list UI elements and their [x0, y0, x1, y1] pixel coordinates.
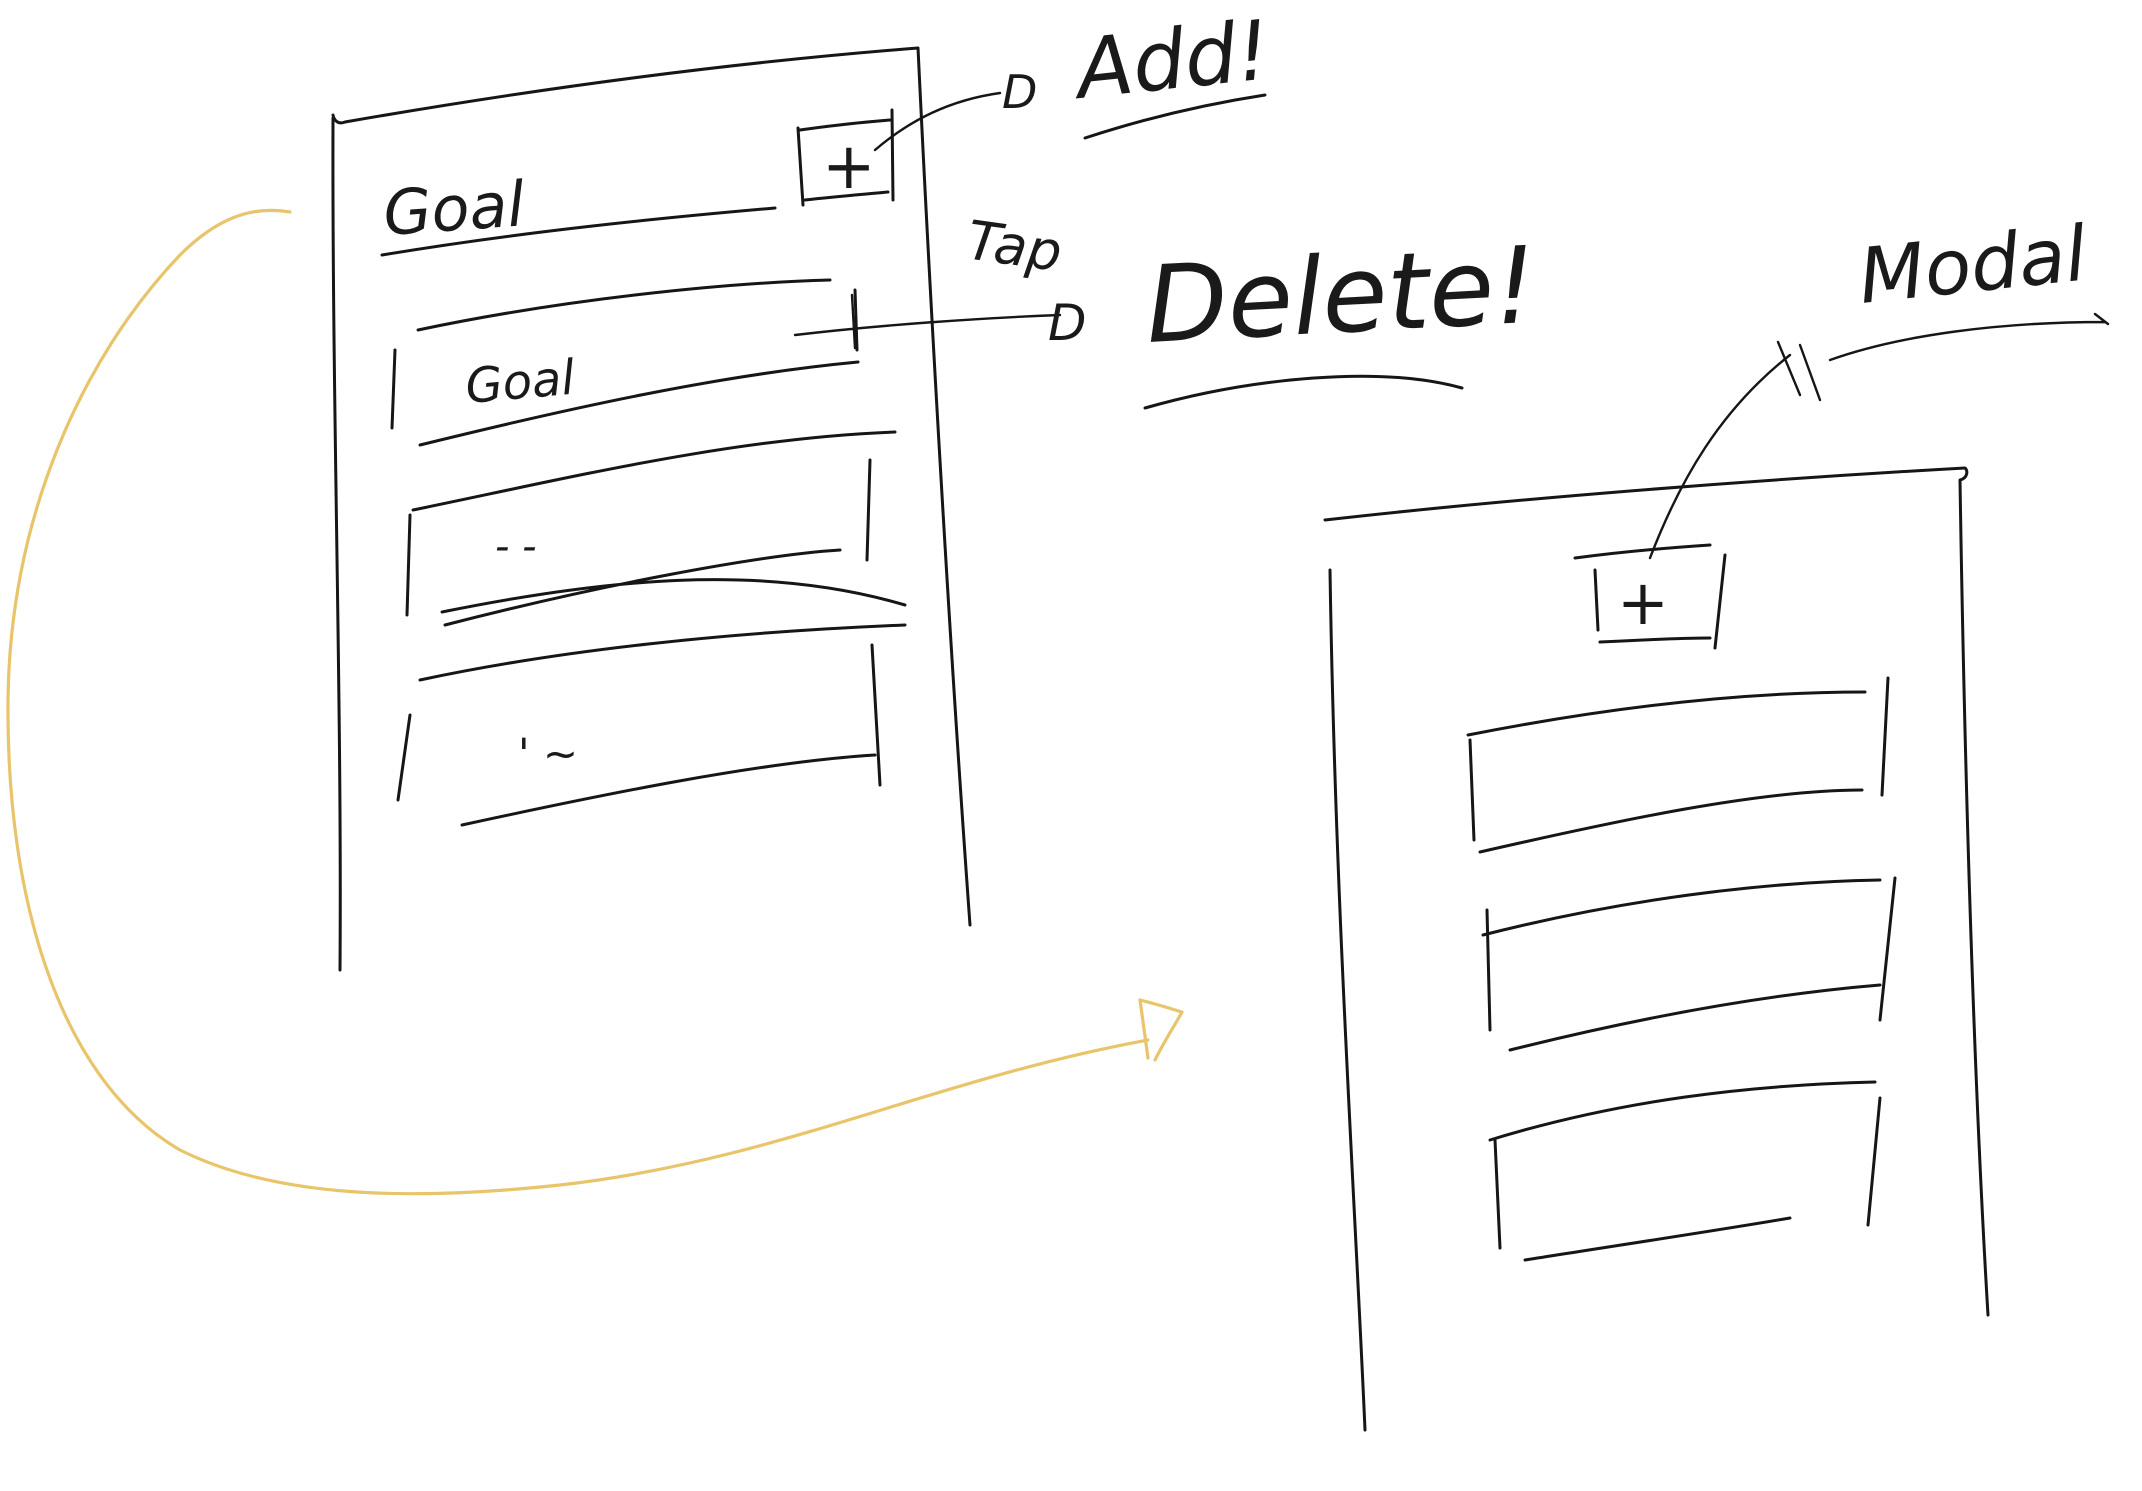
- modal-add-button-box: [1573, 543, 1727, 650]
- modal-arrow-line: [1648, 340, 1822, 560]
- placeholder-list-item-label: ' ~: [518, 729, 578, 778]
- placeholder-list-item[interactable]: - -: [405, 430, 907, 627]
- placeholder-list-item[interactable]: ' ~: [396, 623, 907, 827]
- modal-screen-frame: [1323, 466, 1990, 1432]
- navigation-arrow: [6, 208, 1184, 1196]
- placeholder-list-item-box: [396, 623, 907, 827]
- header-underline: [380, 206, 777, 257]
- add-annotation: D Add!: [873, 3, 1274, 152]
- delete-label: Delete!: [1143, 224, 1540, 367]
- delete-label-underline: [1143, 374, 1464, 410]
- modal-list-item-box: [1466, 676, 1890, 854]
- add-button-symbol: +: [822, 130, 876, 204]
- main-screen-sketch: Goal + Goal - - ' ~: [331, 46, 972, 972]
- modal-screen-sketch: +: [1323, 466, 1990, 1432]
- modal-annotation: Modal: [1648, 209, 2110, 560]
- goal-list-item[interactable]: Goal: [390, 278, 860, 447]
- modal-list-item[interactable]: [1481, 876, 1897, 1052]
- goal-list-item-label: Goal: [463, 350, 577, 415]
- placeholder-list-item-box: [405, 430, 907, 627]
- modal-list-item-box: [1481, 876, 1897, 1052]
- delete-annotation: Tap D Delete!: [793, 208, 1540, 410]
- modal-label-line: [1828, 312, 2110, 362]
- add-label-underline: [1083, 93, 1267, 140]
- tap-arrow-head: D: [1048, 294, 1087, 352]
- modal-list-item[interactable]: [1466, 676, 1890, 854]
- tap-arrow-line: [793, 293, 1062, 350]
- goal-list-item-box: [390, 278, 860, 447]
- header-bar: Goal +: [380, 108, 895, 257]
- tap-label: Tap: [963, 208, 1066, 284]
- add-arrow-line: [873, 91, 1002, 152]
- add-label: Add!: [1067, 3, 1274, 118]
- modal-list-item-box: [1488, 1080, 1882, 1262]
- add-arrow-head: D: [1002, 65, 1037, 119]
- placeholder-list-item-label: - -: [495, 524, 537, 570]
- modal-label: Modal: [1855, 209, 2091, 321]
- modal-add-button[interactable]: +: [1573, 543, 1727, 650]
- navigation-arrow-curve: [6, 208, 1150, 1196]
- modal-list-item[interactable]: [1488, 1080, 1882, 1262]
- add-button[interactable]: +: [796, 108, 895, 207]
- navigation-arrow-head: [1138, 998, 1184, 1062]
- add-button-box: [796, 108, 895, 207]
- main-screen-frame: [331, 46, 972, 972]
- modal-add-button-symbol: +: [1617, 566, 1669, 639]
